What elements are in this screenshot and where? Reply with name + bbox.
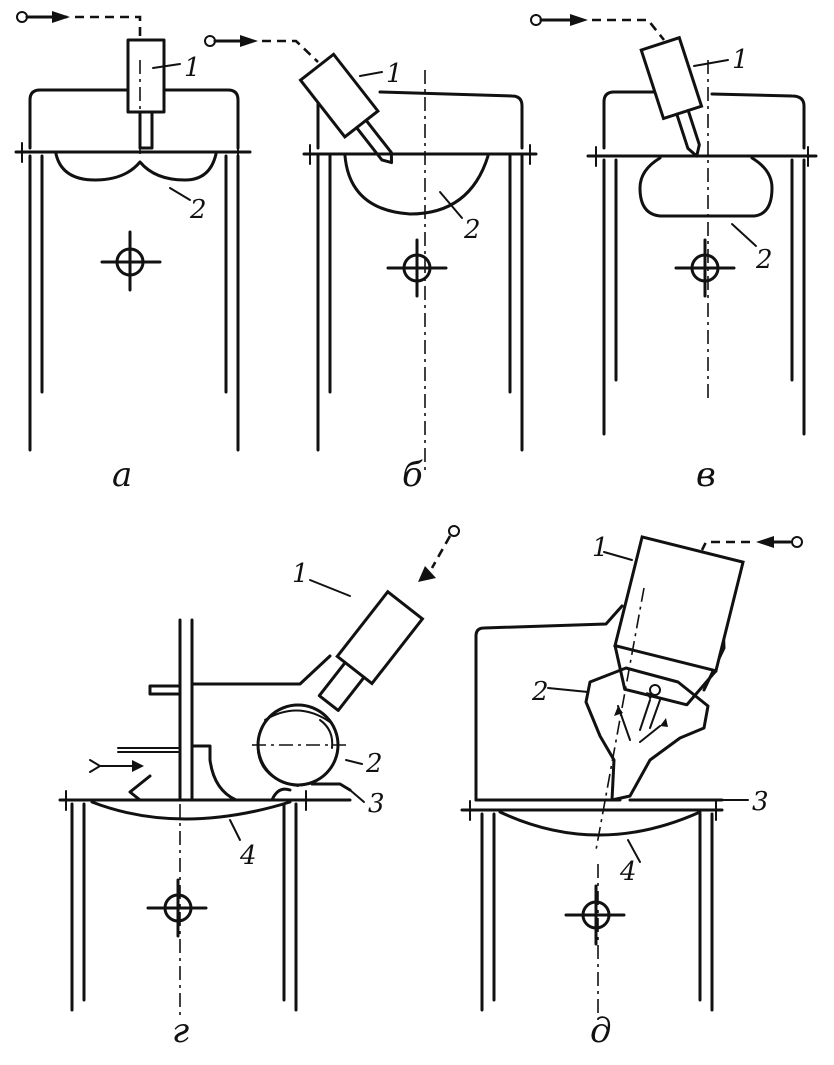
piston-pin-symbol — [402, 253, 432, 283]
label-1: 1 — [386, 59, 403, 89]
injector — [298, 52, 381, 140]
cylinder-wall-right — [698, 812, 714, 1012]
label-3: 3 — [752, 787, 769, 817]
flow-arrow-icon — [418, 566, 436, 582]
piston-pin-symbol — [581, 900, 611, 930]
flow-arrow-icon — [570, 14, 588, 26]
piston-pin-symbol — [115, 247, 145, 277]
cylinder-wall-right — [224, 154, 240, 452]
piston-bowl — [638, 156, 774, 218]
fuel-line — [262, 39, 319, 63]
label-4: 4 — [239, 841, 257, 871]
fuel-line — [592, 18, 666, 41]
label-2: 2 — [531, 677, 549, 707]
injector — [639, 35, 704, 121]
panel-caption-d: д — [590, 1011, 612, 1051]
piston-pin-symbol — [690, 253, 720, 283]
cylinder-wall-left — [70, 802, 86, 1012]
label-2: 2 — [755, 245, 773, 275]
label-4: 4 — [619, 857, 637, 887]
fuel-line — [75, 15, 142, 40]
label-1: 1 — [292, 559, 309, 589]
label-2: 2 — [189, 195, 207, 225]
panel-v: 1 2 в — [530, 14, 818, 495]
label-3: 3 — [368, 789, 385, 819]
piston-bowl — [343, 154, 490, 216]
flow-arrow-icon — [756, 536, 774, 548]
cylinder-wall-left — [316, 154, 332, 452]
flow-arrow-icon — [52, 11, 70, 23]
cylinder-head — [28, 88, 240, 150]
flow-arrow-icon — [240, 35, 258, 47]
cylinder-head — [602, 90, 806, 150]
injector — [126, 38, 166, 114]
cylinder-wall-right — [790, 158, 806, 436]
injector — [613, 535, 745, 673]
fuel-inlet-point — [791, 536, 803, 548]
cylinder-wall-left — [28, 154, 44, 452]
cylinder-wall-right — [508, 154, 524, 452]
panel-caption-a: а — [112, 455, 132, 495]
panel-d: 1 2 3 4 д — [460, 533, 803, 1051]
fuel-line — [700, 540, 750, 551]
cylinder-wall-left — [602, 158, 618, 436]
panel-b: 1 2 б — [204, 35, 538, 495]
cylinder-wall-left — [480, 812, 496, 1012]
panel-g: 1 2 3 4 г — [58, 525, 460, 1051]
piston-bowl — [498, 810, 702, 837]
intake-port-wall — [178, 618, 194, 802]
label-1: 1 — [184, 53, 201, 83]
panel-caption-b: б — [402, 455, 423, 495]
fuel-line — [430, 535, 452, 569]
label-1: 1 — [592, 533, 609, 563]
cylinder-head — [190, 654, 332, 686]
injector — [335, 589, 425, 686]
cylinder-wall-right — [282, 802, 298, 1012]
label-2: 2 — [463, 215, 481, 245]
piston-bowl — [54, 152, 218, 182]
intake-arrow-icon — [89, 759, 102, 773]
panel-a: 1 2 а — [14, 11, 252, 495]
piston-bowl — [90, 800, 292, 821]
prechamber — [584, 666, 710, 802]
fuel-inlet-point — [448, 525, 460, 537]
panel-caption-g: г — [172, 1011, 189, 1051]
label-1: 1 — [732, 45, 749, 75]
label-2: 2 — [365, 749, 383, 779]
piston-pin-symbol — [163, 893, 193, 923]
panel-caption-v: в — [696, 455, 716, 495]
